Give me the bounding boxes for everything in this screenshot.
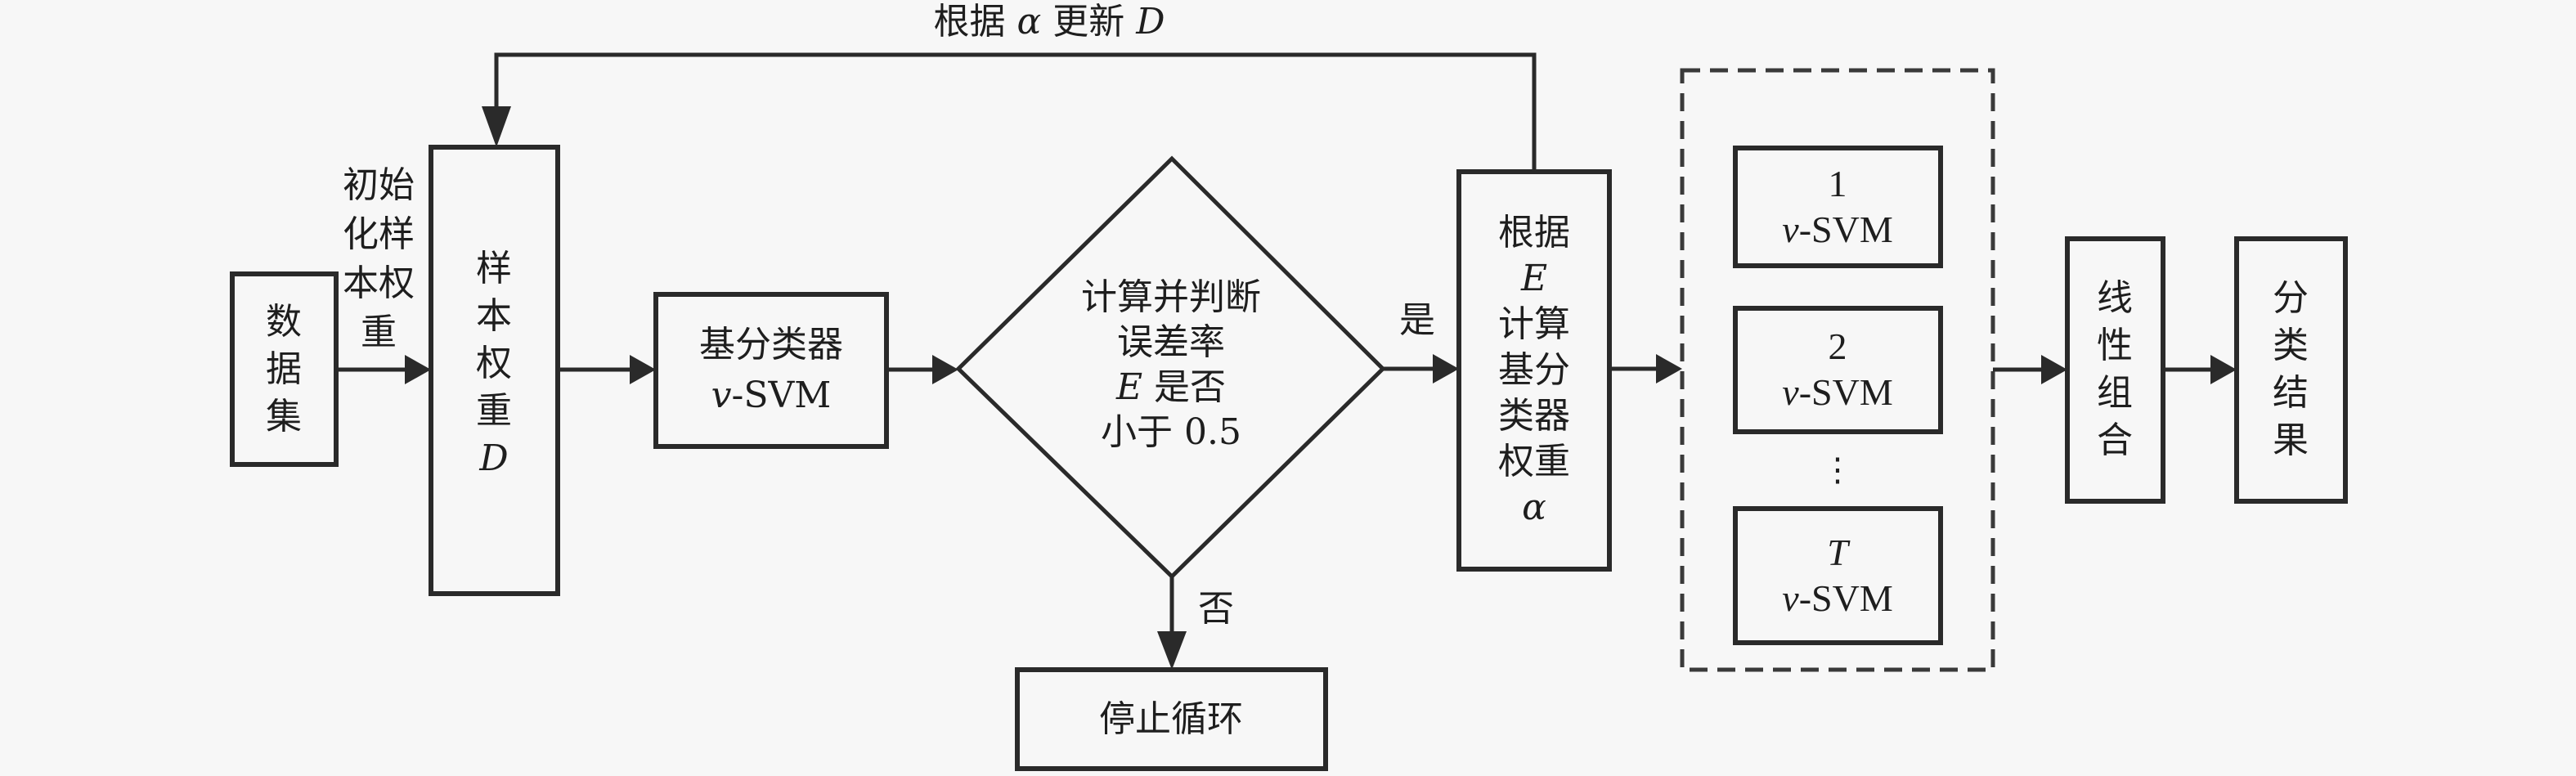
svm-label-2: 2 v-SVM (1782, 325, 1893, 413)
compute-weight-box (1456, 169, 1612, 572)
init-weights-label: 初始 化样 本权 重 (343, 164, 415, 353)
svm-box-2 (1733, 306, 1943, 434)
svm-label-t: T v-SVM (1782, 532, 1893, 619)
arrowhead-ensemble (1656, 354, 1682, 384)
svm-box-1 (1733, 146, 1943, 268)
stop-loop-label: 停止循环 (1099, 698, 1243, 740)
arrowhead-result (2210, 355, 2237, 384)
result-box (2234, 236, 2348, 504)
stop-loop-box (1015, 667, 1328, 771)
sample-weights-box (429, 145, 560, 596)
arrowhead-combination (2041, 355, 2067, 384)
arrowhead-compute-weight (1433, 354, 1459, 384)
no-label: 否 (1198, 588, 1234, 630)
feedback-arrowhead (482, 106, 511, 147)
arrowhead-weights (405, 355, 431, 384)
feedback-connector (494, 52, 1537, 172)
feedback-label: 根据 α 更新 D (933, 1, 1165, 43)
arrowhead-stop (1157, 631, 1187, 670)
compute-weight-label: 根据 E 计算 基分 类器 权重 α (1498, 212, 1570, 528)
sample-weights-label: 样 本 权 重 D (476, 248, 512, 479)
yes-label: 是 (1399, 299, 1435, 341)
base-classifier-box (653, 292, 889, 449)
result-label: 分 类 结 果 (2273, 277, 2309, 461)
arrowhead-decision (932, 355, 958, 384)
dataset-box (230, 271, 339, 467)
arrowhead-classifier (630, 355, 656, 384)
svm-ensemble-group (1680, 68, 1995, 672)
svm-ellipsis: ⋮ (1821, 451, 1854, 489)
linear-combination-label: 线 性 组 合 (2097, 277, 2133, 461)
svm-label-1: 1 v-SVM (1782, 163, 1893, 250)
decision-label: 计算并判断 误差率 E 是否 小于 0.5 (1081, 276, 1261, 453)
base-classifier-label: 基分类器 v-SVM (699, 324, 843, 416)
svm-box-t (1733, 506, 1943, 645)
dataset-label: 数 据 集 (266, 301, 302, 437)
